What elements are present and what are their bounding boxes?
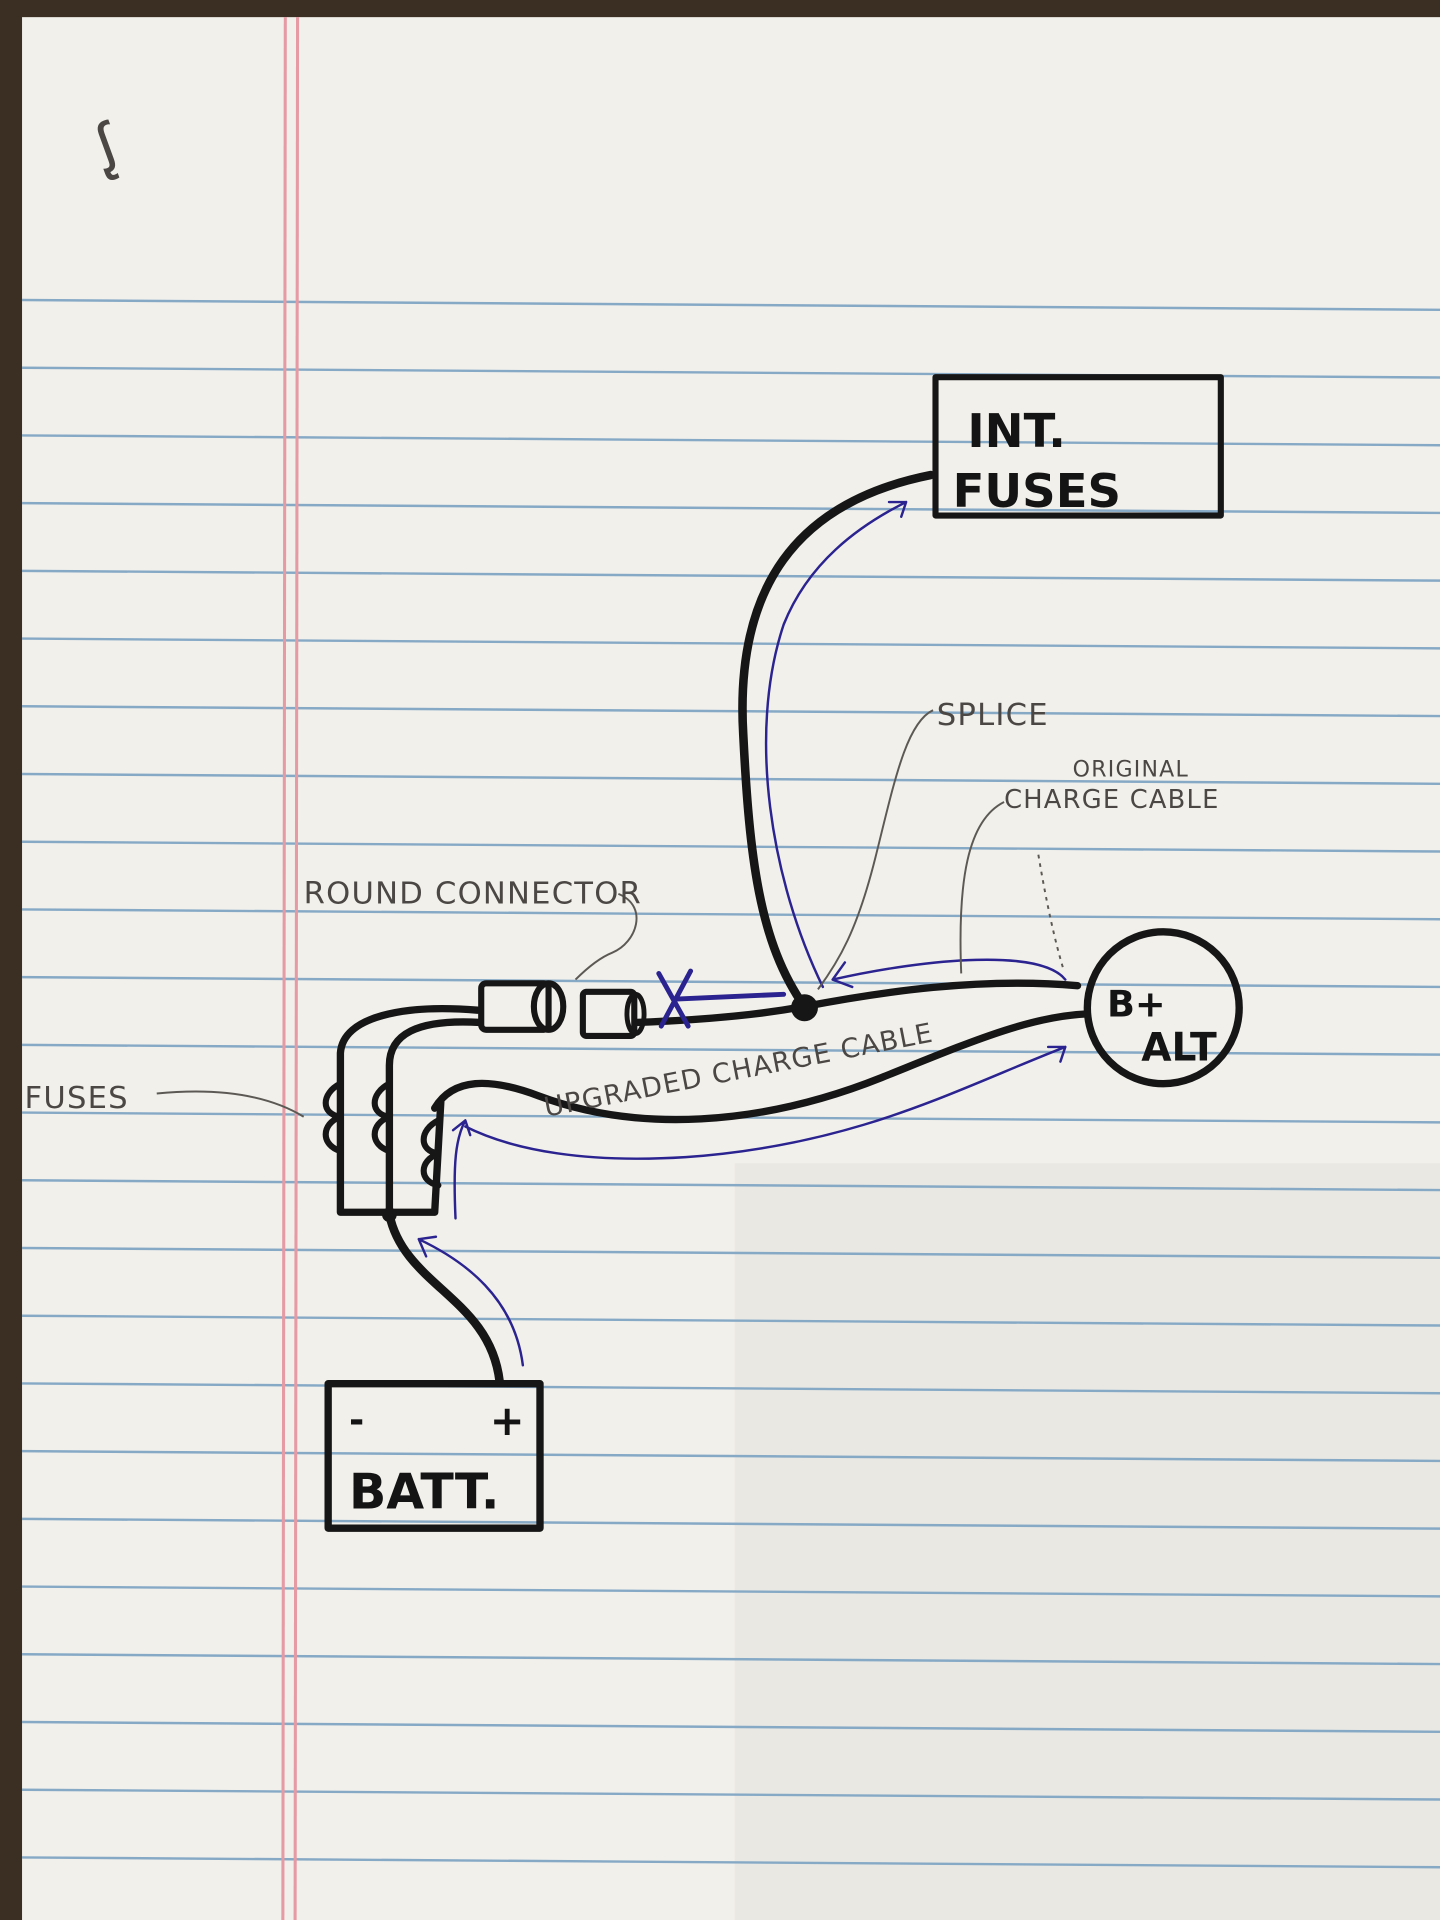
ruled-line <box>22 1720 1440 1734</box>
internal-fuses-box: INT. FUSES <box>932 374 1224 519</box>
fuse-wire <box>336 1005 482 1216</box>
svg-text:+: + <box>490 1396 525 1445</box>
current-flow-arrow <box>464 1045 1067 1160</box>
svg-text:FUSES: FUSES <box>953 464 1121 518</box>
disconnect-x-mark <box>656 968 787 1029</box>
current-flow-arrow <box>831 958 1067 989</box>
original-charge-cable-label: ORIGINAL <box>1073 757 1189 782</box>
splice-dot <box>791 994 818 1022</box>
fuse-1-icon <box>322 1080 344 1155</box>
ruled-line <box>22 1517 1440 1530</box>
wire-to-int-fuses <box>738 470 935 1011</box>
fuses-label: FUSES <box>24 1081 128 1116</box>
current-flow-arrow <box>764 500 908 989</box>
splice-label: SPLICE <box>937 698 1049 733</box>
margin-line <box>293 17 300 1920</box>
svg-text:ALT: ALT <box>1141 1025 1217 1070</box>
battery: - + BATT. <box>324 1380 544 1532</box>
ruled-line <box>22 637 1440 650</box>
margin-line <box>281 17 287 1920</box>
upgraded-charge-cable <box>431 1010 1092 1124</box>
alternator: B+ ALT <box>1083 928 1243 1088</box>
original-charge-cable-label: CHARGE CABLE <box>1004 785 1219 815</box>
current-flow-arrow <box>417 1235 525 1367</box>
svg-text:INT.: INT. <box>967 404 1066 458</box>
fuse-3-icon <box>420 1117 442 1189</box>
ruled-line <box>22 1043 1440 1056</box>
ruled-line <box>22 569 1440 582</box>
ruled-line <box>22 1314 1440 1327</box>
ruled-line <box>22 1856 1440 1869</box>
ruled-lines <box>22 298 1440 1869</box>
ruled-line <box>22 840 1440 853</box>
ruled-line <box>22 1246 1440 1260</box>
ruled-line <box>22 434 1440 447</box>
battery-wire <box>385 1210 504 1386</box>
ruled-line <box>22 772 1440 786</box>
fuse-2-icon <box>371 1080 393 1155</box>
ruled-line <box>22 705 1440 718</box>
ruled-line <box>22 501 1440 515</box>
original-charge-cable <box>633 979 1082 1027</box>
ruled-line <box>22 1179 1440 1192</box>
ruled-line <box>22 298 1440 312</box>
ruled-line <box>22 908 1440 921</box>
round-connector-icon <box>478 980 647 1039</box>
round-connector-label: ROUND CONNECTOR <box>304 877 642 912</box>
ruled-line <box>22 1653 1440 1666</box>
svg-text:-: - <box>349 1399 364 1442</box>
svg-text:B+: B+ <box>1107 982 1166 1025</box>
svg-text:BATT.: BATT. <box>349 1464 500 1521</box>
ruled-line <box>22 1449 1440 1463</box>
ruled-line <box>22 1382 1440 1395</box>
ruled-line <box>22 1585 1440 1598</box>
ruled-line <box>22 1788 1440 1801</box>
ruled-line <box>22 975 1440 989</box>
